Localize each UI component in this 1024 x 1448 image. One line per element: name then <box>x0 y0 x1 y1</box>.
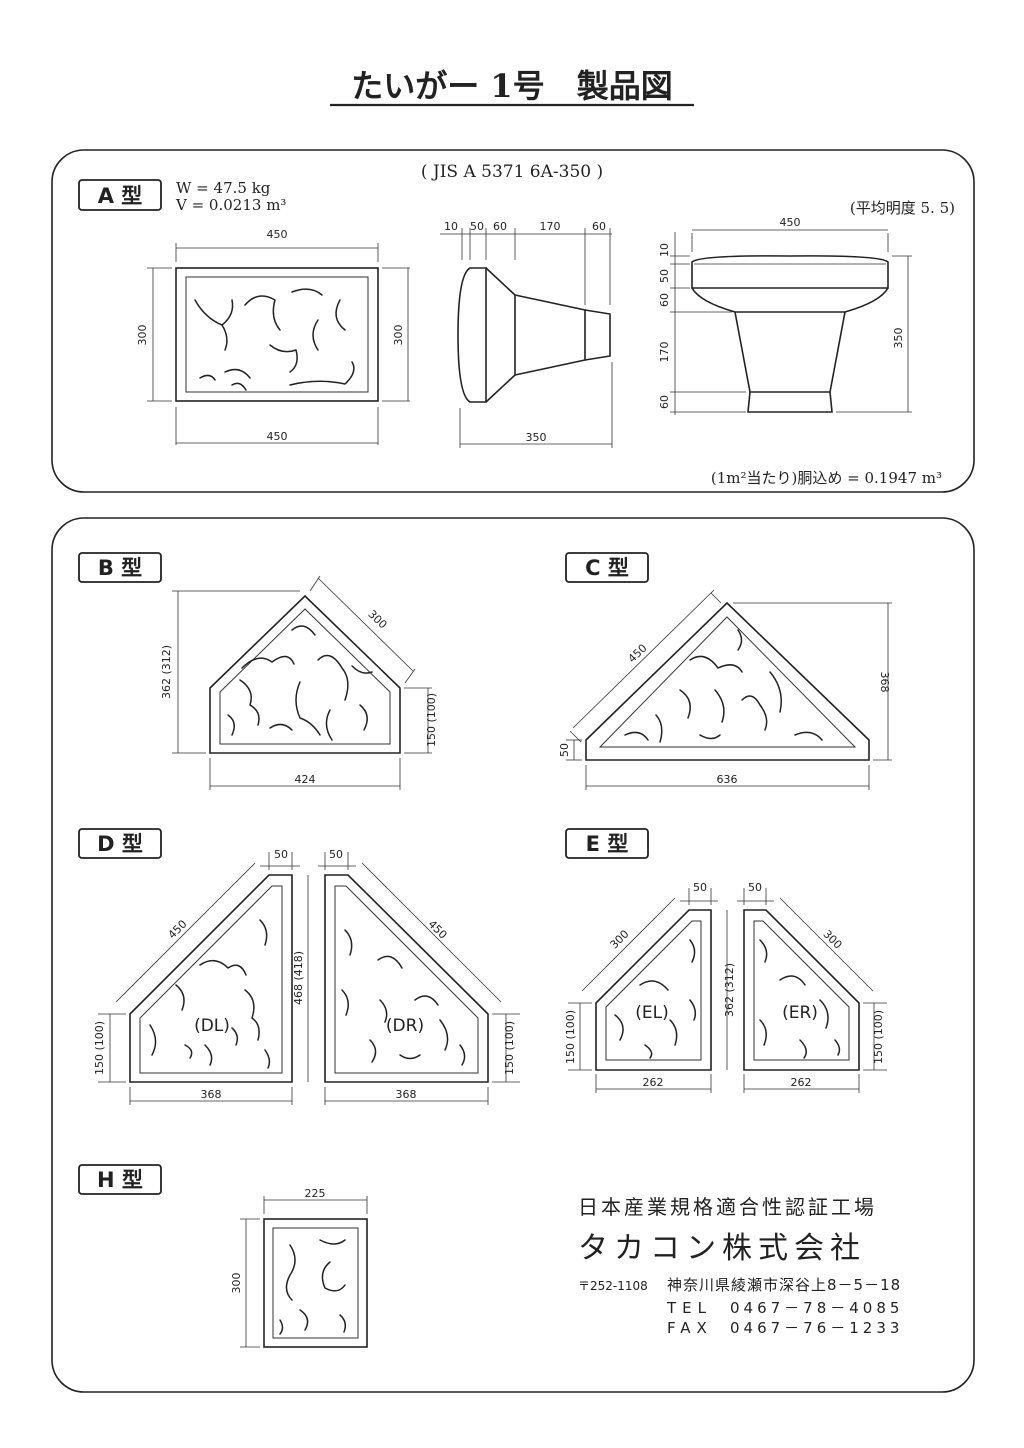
type-a-front-view: 450 450 300 300 <box>136 228 410 445</box>
dim-a-end-seg-1: 10 <box>658 243 671 257</box>
dim-a-front-top: 450 <box>267 228 288 241</box>
type-d-badge: D 型 <box>78 828 162 859</box>
page-title: たいがー 1号 製品図 <box>351 67 672 105</box>
panel-b-h-frame <box>51 517 975 1393</box>
company-address: 神奈川県綾瀬市深谷上8－5－18 <box>667 1276 901 1294</box>
type-b-label: B 型 <box>98 556 142 580</box>
type-a-badge: A 型 <box>78 179 162 211</box>
dim-a-side-seg-3: 60 <box>493 220 507 233</box>
volume-spec: V = 0.0213 m³ <box>175 196 286 214</box>
type-e-dimensions: 50 50 300 300 150 (100) 362 (312) 150 (1… <box>564 881 887 1093</box>
type-d-label: D 型 <box>97 832 143 856</box>
dim-h-height: 300 <box>230 1273 243 1294</box>
type-d-dimensions: 50 50 450 450 150 (100) 468 (418) 150 (1… <box>93 848 520 1105</box>
type-h-badge: H 型 <box>78 1164 162 1195</box>
dim-e-top-right: 50 <box>748 881 762 894</box>
dim-b-bottom: 424 <box>295 773 316 786</box>
dim-a-end-seg-4: 170 <box>658 342 671 363</box>
dim-e-right: 150 (100) <box>872 1010 885 1064</box>
type-e-badge: E 型 <box>565 828 649 859</box>
type-e-right-block: (ER) <box>743 909 860 1071</box>
weight-spec: W = 47.5 kg <box>176 179 271 197</box>
dim-b-right: 150 (100) <box>425 693 438 747</box>
panel-a-frame <box>51 149 975 493</box>
dim-a-side-seg-1: 10 <box>444 220 458 233</box>
type-h-label: H 型 <box>97 1168 143 1192</box>
dim-b-height: 362 (312) <box>160 645 173 699</box>
dim-e-slant-right: 300 <box>820 928 844 952</box>
dim-a-front-bottom: 450 <box>267 430 288 443</box>
dim-h-width: 225 <box>305 1187 326 1200</box>
type-b-block: 362 (312) 300 150 (100) 424 <box>160 575 438 790</box>
dim-c-slant: 450 <box>626 642 650 666</box>
tag-er: (ER) <box>782 1003 818 1023</box>
dim-e-bottom-left: 262 <box>643 1076 664 1089</box>
tag-el: (EL) <box>635 1003 668 1023</box>
dim-d-right: 150 (100) <box>503 1021 516 1075</box>
fill-volume-note: (1m²当たり)胴込め = 0.1947 m³ <box>711 469 942 487</box>
dim-d-top-left: 50 <box>274 848 288 861</box>
dim-a-end-width: 450 <box>780 216 801 229</box>
dim-c-bottom: 636 <box>717 773 738 786</box>
type-d-left-block: (DL) <box>129 874 293 1083</box>
dim-d-bottom-right: 368 <box>396 1088 417 1101</box>
dim-a-end-seg-2: 50 <box>658 269 671 283</box>
company-name: タカコン株式会社 <box>578 1231 866 1266</box>
type-b-badge: B 型 <box>78 552 162 583</box>
type-a-side-view: 10 50 60 170 60 350 <box>440 220 613 448</box>
dim-e-top-left: 50 <box>693 881 707 894</box>
dim-d-top-right: 50 <box>329 848 343 861</box>
tag-dr: (DR) <box>386 1016 424 1036</box>
type-c-block: 368 450 50 636 <box>558 589 892 790</box>
certification-text: 日本産業規格適合性認証工場 <box>578 1195 877 1219</box>
tag-dl: (DL) <box>194 1016 230 1036</box>
type-c-badge: C 型 <box>565 552 649 583</box>
tel-number: 0467－78－4085 <box>730 1299 903 1317</box>
dim-a-side-seg-2: 50 <box>470 220 484 233</box>
type-a-label: A 型 <box>98 184 143 208</box>
dim-d-left: 150 (100) <box>93 1021 106 1075</box>
dim-e-center: 362 (312) <box>723 963 736 1017</box>
dim-c-height: 368 <box>878 672 891 693</box>
dim-d-bottom-left: 368 <box>201 1088 222 1101</box>
fax-label: FAX <box>667 1319 713 1337</box>
dim-a-end-seg-3: 60 <box>658 293 671 307</box>
dim-a-side-seg-4: 170 <box>540 220 561 233</box>
type-e-left-block: (EL) <box>595 909 712 1071</box>
type-e-label: E 型 <box>586 832 629 856</box>
dim-c-left: 50 <box>558 743 571 757</box>
dim-e-bottom-right: 262 <box>791 1076 812 1089</box>
dim-a-end-seg-5: 60 <box>658 395 671 409</box>
jis-standard: ( JIS A 5371 6A-350 ) <box>421 162 603 182</box>
dim-a-front-left: 300 <box>136 325 149 346</box>
tel-label: TEL <box>666 1299 712 1317</box>
dim-a-side-seg-5: 60 <box>592 220 606 233</box>
dim-a-end-height: 350 <box>892 328 905 349</box>
type-d-right-block: (DR) <box>324 874 489 1083</box>
dim-d-slant-left: 450 <box>166 918 190 942</box>
dim-d-slant-right: 450 <box>425 918 449 942</box>
type-h-block: 225 300 <box>230 1187 368 1348</box>
dim-a-side-length: 350 <box>526 431 547 444</box>
postal-code: 〒252-1108 <box>578 1279 648 1293</box>
brightness-note: (平均明度 5. 5) <box>850 199 955 217</box>
dim-d-center: 468 (418) <box>292 951 305 1005</box>
company-block: 日本産業規格適合性認証工場 タカコン株式会社 〒252-1108 神奈川県綾瀬市… <box>578 1195 903 1337</box>
type-a-end-view: 450 10 50 60 170 60 350 <box>658 216 912 415</box>
dim-e-slant-left: 300 <box>608 928 632 952</box>
dim-a-front-right: 300 <box>392 325 405 346</box>
dim-e-left: 150 (100) <box>564 1010 577 1064</box>
type-c-label: C 型 <box>585 556 629 580</box>
fax-number: 0467－76－1233 <box>730 1319 903 1337</box>
